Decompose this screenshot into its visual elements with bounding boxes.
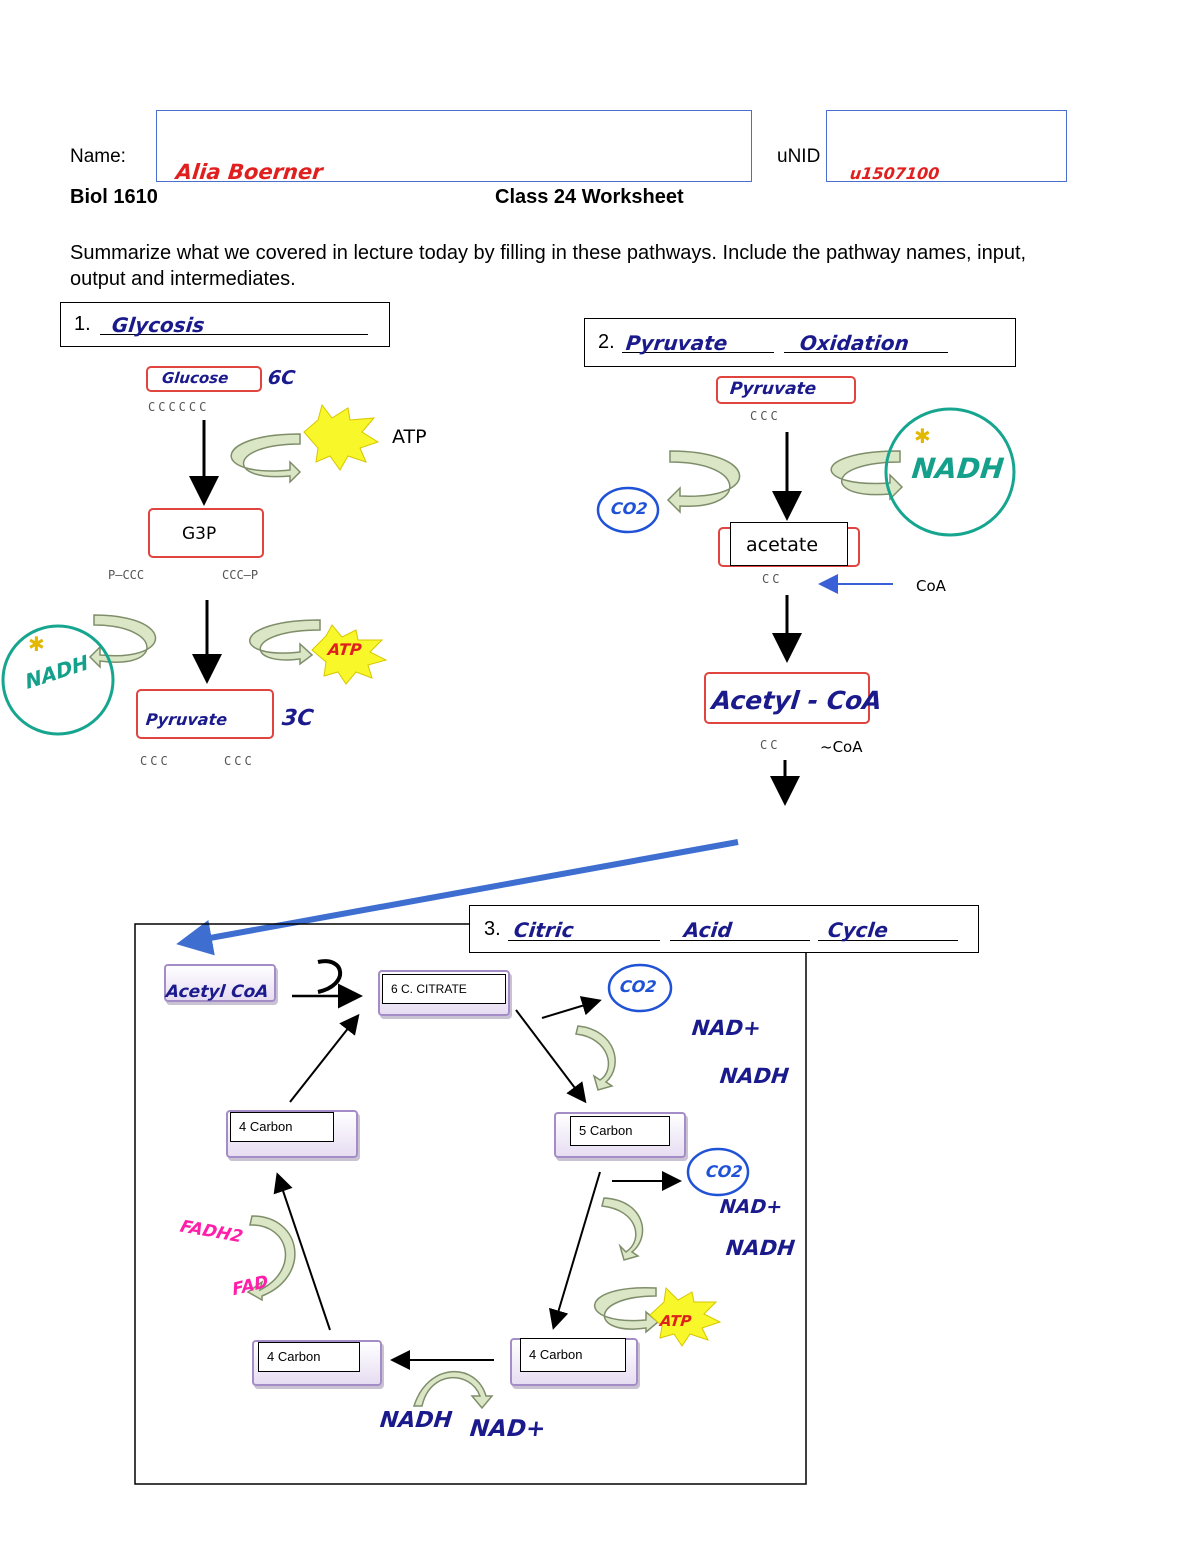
star-mark-2: ✱	[914, 426, 931, 448]
nad-label-2: NAD+	[718, 1196, 784, 1218]
citrate-to-5c-arrow	[515, 1009, 587, 1104]
glucose-carbons: 6C	[266, 367, 297, 389]
co2-label-3: CO2	[705, 1162, 744, 1181]
section2-answer-line-2[interactable]	[784, 326, 948, 353]
acetyl-coa-cycle-label: Acetyl CoA	[164, 982, 270, 1002]
nadh-label-4: NADH	[724, 1236, 797, 1260]
unid-value: u1507100	[849, 164, 941, 183]
citrate-label: 6 C. CITRATE	[382, 974, 506, 1004]
instructions: Summarize what we covered in lecture tod…	[70, 242, 1027, 290]
co2-label-2: CO2	[619, 977, 658, 996]
coa-release-hook	[317, 959, 343, 994]
acetyl-coa-box	[704, 672, 870, 724]
section1-header	[60, 302, 390, 347]
g3p-phosphate-right: CCC—P	[222, 568, 259, 582]
atp-burst-3	[649, 1286, 722, 1347]
carbon-chain-6: CCCCCC	[148, 400, 210, 414]
cycle-curve-2	[601, 1197, 644, 1261]
acetyl-coa-cycle-box	[164, 964, 276, 1002]
glucose-label: Glucose	[161, 369, 230, 387]
nadh-curve-2	[830, 450, 904, 501]
pyruvate-label-2: Pyruvate	[728, 379, 818, 399]
nadh-curve-1	[88, 614, 157, 669]
co2-circle-3	[686, 1147, 750, 1197]
section2-number: 2.	[598, 331, 615, 353]
co2-label-1: CO2	[610, 499, 649, 518]
course-code: Biol 1610	[70, 186, 158, 208]
4c-to-citrate-arrow	[289, 1013, 360, 1103]
unid-field[interactable]	[826, 110, 1067, 182]
atp-investment-curve	[230, 433, 302, 484]
g3p-phosphate-left: P—CCC	[108, 568, 145, 582]
section3-answer-2: Acid	[682, 918, 734, 942]
section3-header	[469, 905, 979, 953]
g3p-box	[148, 508, 264, 558]
section2-answer-line-1[interactable]	[622, 326, 774, 353]
unid-label: uNID	[777, 146, 821, 167]
name-value: Alia Boerner	[174, 160, 324, 184]
glucose-box	[146, 366, 262, 392]
section2-header	[584, 318, 1016, 367]
pyruvate-label: Pyruvate	[145, 710, 229, 729]
carbon-chain-2a: CC	[762, 572, 783, 586]
carbon-chain-3b: CCC	[224, 754, 255, 768]
g3p-label: G3P	[182, 524, 217, 544]
cycle-curve-atp	[594, 1287, 660, 1334]
name-field[interactable]	[156, 110, 752, 182]
section3-answer-line-1[interactable]	[508, 914, 660, 941]
4c-up-arrow	[273, 1172, 331, 1331]
carbon-chain-3c: CCC	[750, 409, 781, 423]
5c-to-4c-arrow	[548, 1171, 601, 1330]
pyruvate-carbons: 3C	[280, 706, 315, 731]
acetate-box	[730, 522, 848, 566]
co2-curve	[666, 450, 741, 514]
nadh-circle-2	[884, 407, 1016, 537]
nadh-circle-1	[1, 624, 115, 736]
four-carbon-label-b: 4 Carbon	[520, 1338, 626, 1372]
atp-burst-2	[311, 624, 388, 685]
coa-label: CoA	[916, 577, 946, 595]
nad-label-1: NAD+	[690, 1016, 763, 1040]
carbon-chain-2b: CC	[760, 738, 781, 752]
acetate-label: acetate	[746, 534, 819, 556]
section3-answer-line-2[interactable]	[670, 914, 810, 941]
atp-label: ATP	[392, 426, 427, 448]
section3-answer-3: Cycle	[826, 918, 890, 942]
co2-circle-1	[596, 486, 660, 534]
cycle-curve-fad	[246, 1215, 296, 1302]
pyruvate-box	[136, 689, 274, 739]
section1-number: 1.	[74, 313, 91, 335]
nadh-label-2: NADH	[910, 452, 1006, 485]
carbon-chain-3a: CCC	[140, 754, 171, 768]
page-title: Class 24 Worksheet	[495, 186, 684, 208]
atp-output-1: ATP	[327, 640, 363, 659]
transition-arrow	[176, 839, 739, 956]
atp-output-cycle: ATP	[659, 1312, 693, 1330]
nadh-label-5: NADH	[378, 1408, 454, 1433]
star-mark-1: ✱	[28, 634, 45, 656]
four-carbon-label-c: 4 Carbon	[258, 1342, 360, 1372]
co2-out-arrow-1	[541, 996, 602, 1019]
five-carbon-label: 5 Carbon	[570, 1116, 670, 1146]
section2-answer-2: Oxidation	[798, 331, 911, 355]
cycle-curve-nadh	[412, 1371, 494, 1410]
section3-answer-line-3[interactable]	[818, 914, 958, 941]
name-label: Name:	[70, 146, 126, 167]
section1-answer: Glycosis	[110, 313, 206, 337]
pyruvate-box-2	[716, 376, 856, 404]
section3-number: 3.	[484, 918, 501, 940]
co2-circle-2	[607, 963, 673, 1013]
nadh-label-3: NADH	[718, 1064, 791, 1088]
atp-burst-1	[303, 403, 380, 471]
coa-tilde-label: ~CoA	[820, 738, 863, 756]
section1-answer-line[interactable]	[100, 310, 368, 335]
section3-answer-1: Citric	[512, 918, 575, 942]
cycle-curve-1	[575, 1025, 616, 1091]
atp-payoff-curve	[249, 619, 321, 666]
four-carbon-label-a: 4 Carbon	[230, 1112, 334, 1142]
acetyl-coa-label: Acetyl - CoA	[710, 686, 884, 715]
section2-answer-1: Pyruvate	[624, 331, 729, 355]
nad-label-3: NAD+	[468, 1416, 547, 1442]
